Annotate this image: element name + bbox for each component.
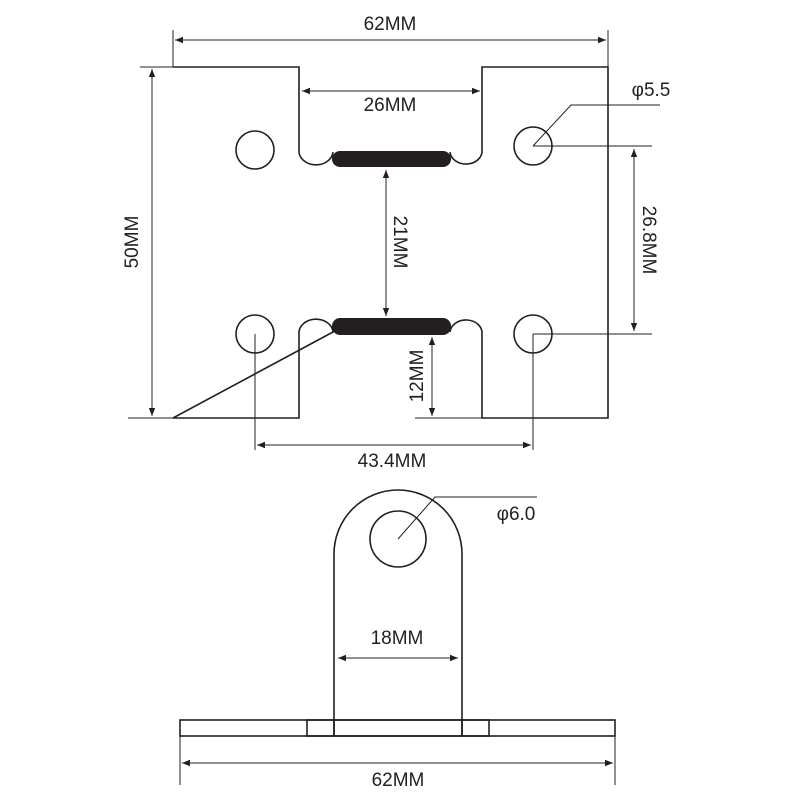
bottom-slot [332, 318, 451, 335]
dimension-lines-side [179, 496, 616, 785]
notch-depth-label: 12MM [407, 350, 428, 403]
tab-hole [369, 510, 427, 568]
hole-horizontal-spacing-label: 43.4MM [358, 451, 427, 472]
overall-height-label: 50MM [122, 216, 143, 269]
slot-gap-label: 21MM [389, 216, 410, 269]
tab-hole-diameter-label: φ6.0 [497, 504, 536, 525]
tab-width-label: 18MM [371, 628, 424, 649]
top-view-plate [172, 66, 609, 419]
hole-diameter-label: φ5.5 [632, 80, 671, 101]
overall-width-label: 62MM [364, 14, 417, 35]
base-weld [306, 719, 490, 737]
dimension-lines-top [128, 30, 660, 450]
top-slot [332, 151, 451, 167]
side-view-bracket [179, 489, 616, 737]
base-width-label: 62MM [372, 770, 425, 791]
base-plate [179, 719, 616, 737]
notch-width-label: 26MM [364, 95, 417, 116]
mounting-hole [235, 130, 275, 170]
tab [333, 489, 463, 736]
hole-vertical-spacing-label: 26.8MM [638, 206, 659, 275]
